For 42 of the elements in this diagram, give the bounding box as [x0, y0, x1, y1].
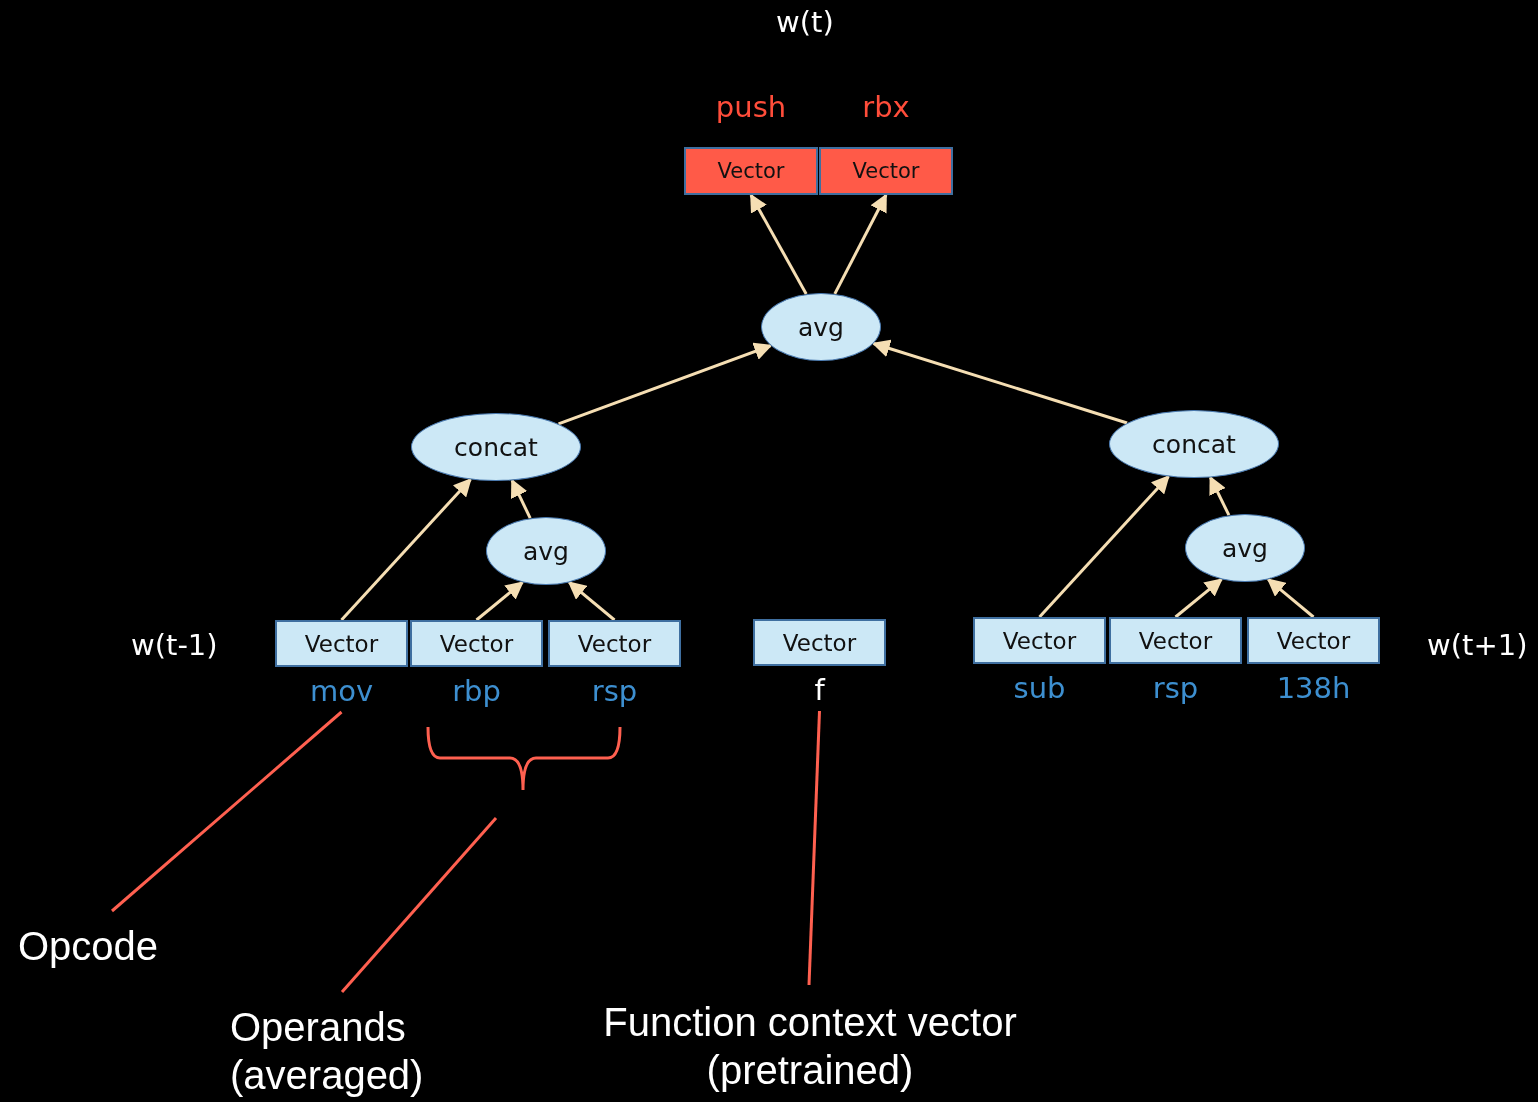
arrow [833, 193, 888, 295]
operation-ellipse: concat [411, 413, 581, 481]
arrow [1266, 578, 1315, 619]
operation-ellipse: concat [1109, 410, 1279, 478]
vector-box: Vector [819, 147, 953, 195]
operation-ellipse: avg [486, 517, 606, 585]
annotation-text: Opcode [18, 922, 158, 970]
vector-box: Vector [753, 619, 886, 666]
time-step-label: w(t) [776, 4, 834, 40]
token-label: push [714, 89, 788, 125]
operation-ellipse: avg [1185, 514, 1305, 582]
vector-box: Vector [684, 147, 818, 195]
token-label: rbp [451, 673, 502, 709]
arrow [749, 193, 808, 295]
arrow [871, 339, 1128, 425]
leader-line [340, 817, 498, 993]
vector-box: Vector [1109, 617, 1242, 664]
vector-box: Vector [548, 620, 681, 667]
arrow [558, 342, 773, 426]
token-label: rbx [861, 89, 911, 125]
time-step-label: w(t-1) [131, 627, 218, 663]
arrow [1174, 578, 1223, 619]
token-label: 138h [1275, 670, 1352, 706]
token-label: mov [308, 673, 375, 709]
annotation-text: Function context vector (pretrained) [598, 998, 1022, 1094]
token-label: sub [1012, 670, 1067, 706]
arrow [475, 581, 524, 622]
leader-line [807, 710, 821, 986]
operation-ellipse: avg [761, 293, 881, 361]
arrow [1038, 475, 1170, 618]
token-label: f [813, 672, 827, 708]
leader-line [111, 710, 343, 913]
vector-box: Vector [410, 620, 543, 667]
vector-box: Vector [973, 617, 1106, 664]
arrow [340, 478, 472, 621]
annotation-text: Operands (averaged) [230, 1003, 440, 1099]
token-label: rsp [1151, 670, 1200, 706]
arrow [567, 581, 616, 622]
vector-box: Vector [275, 620, 408, 667]
time-step-label: w(t+1) [1427, 627, 1528, 663]
token-label: rsp [590, 673, 639, 709]
vector-box: Vector [1247, 617, 1380, 664]
